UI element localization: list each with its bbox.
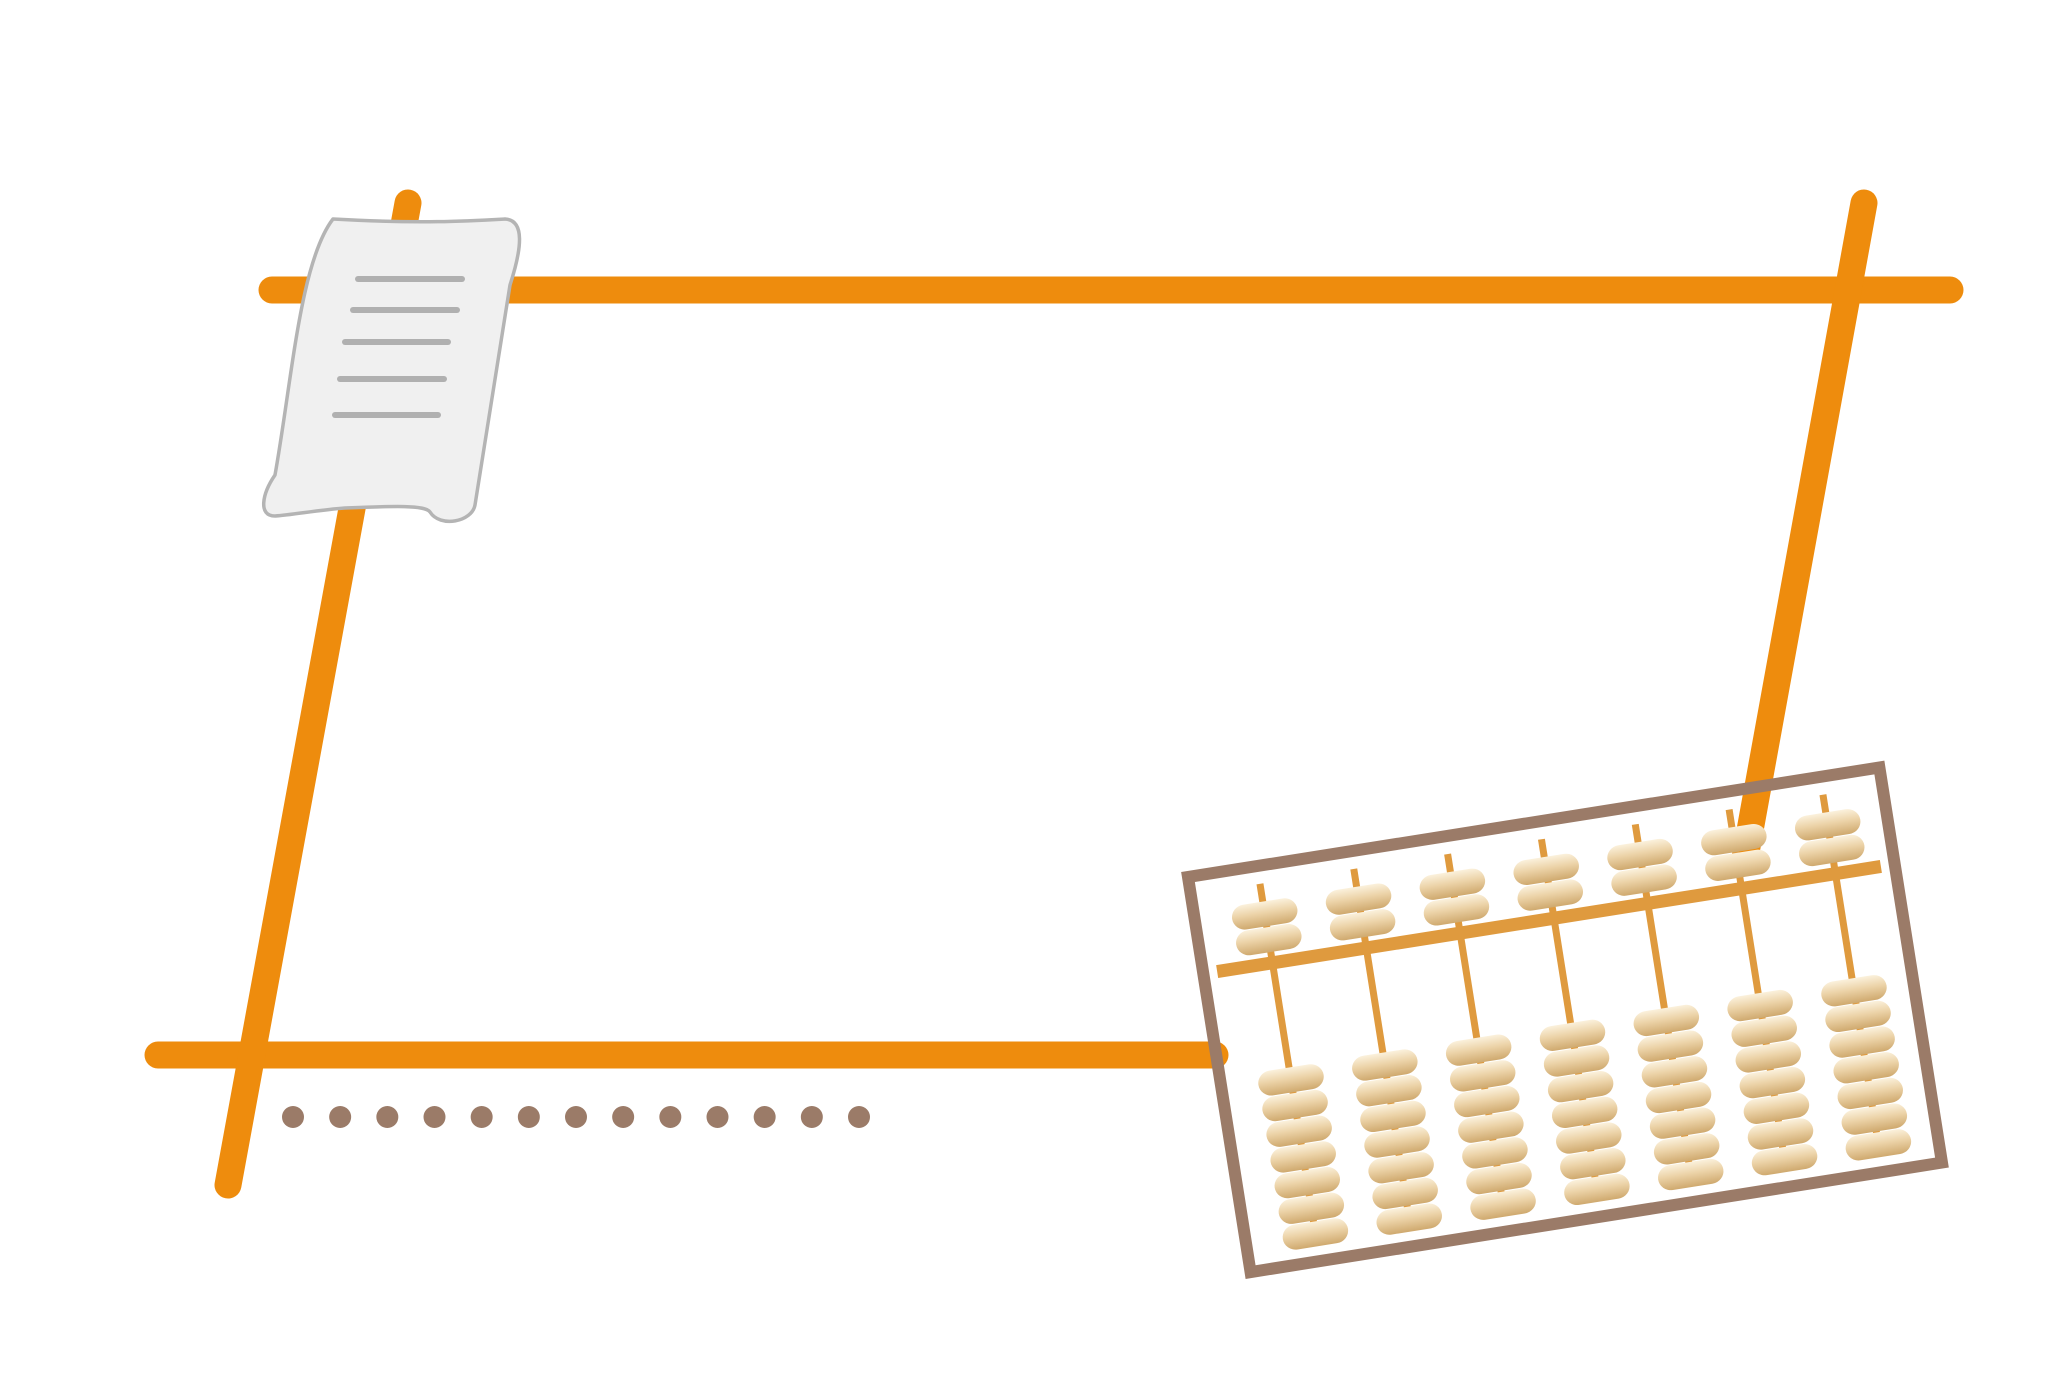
abacus-upper-bead bbox=[1794, 809, 1861, 841]
abacus-lower-bead bbox=[1551, 1096, 1618, 1128]
dot bbox=[659, 1106, 682, 1128]
abacus-lower-bead bbox=[1825, 1000, 1891, 1033]
abacus-lower-bead bbox=[1462, 1137, 1528, 1169]
abacus-lower-bead bbox=[1258, 1064, 1324, 1096]
abacus-lower-bead bbox=[1274, 1166, 1341, 1199]
abacus-lower-bead bbox=[1376, 1203, 1442, 1235]
abacus-lower-bead bbox=[1360, 1100, 1426, 1133]
abacus-lower-bead bbox=[1556, 1122, 1622, 1154]
abacus-upper-bead bbox=[1419, 868, 1486, 900]
abacus-lower-bead bbox=[1821, 975, 1887, 1007]
abacus-beam bbox=[1216, 860, 1882, 979]
dot bbox=[753, 1106, 776, 1128]
paper-scroll-icon bbox=[262, 217, 522, 524]
dot bbox=[470, 1106, 493, 1128]
abacus-lower-bead bbox=[1739, 1066, 1806, 1099]
abacus-lower-bead bbox=[1262, 1089, 1328, 1122]
abacus-icon bbox=[1181, 760, 1949, 1279]
abacus-lower-bead bbox=[1364, 1126, 1430, 1158]
abacus-lower-bead bbox=[1278, 1192, 1345, 1224]
abacus-lower-bead bbox=[1641, 1056, 1708, 1088]
abacus-lower-bead bbox=[1645, 1081, 1712, 1114]
abacus-lower-bead bbox=[1649, 1107, 1716, 1139]
abacus-lower-bead bbox=[1352, 1049, 1418, 1081]
abacus-frame bbox=[1181, 760, 1949, 1279]
note-paper bbox=[262, 217, 522, 524]
dot bbox=[565, 1106, 587, 1128]
dot bbox=[706, 1106, 729, 1128]
abacus-lower-bead bbox=[1270, 1141, 1336, 1173]
abacus-lower-bead bbox=[1445, 1034, 1512, 1066]
abacus-lower-bead bbox=[1731, 1015, 1797, 1047]
abacus-lower-bead bbox=[1547, 1071, 1614, 1103]
abacus-upper-bead bbox=[1705, 849, 1771, 881]
abacus-lower-bead bbox=[1633, 1004, 1700, 1037]
abacus-lower-bead bbox=[1845, 1129, 1912, 1161]
abacus-lower-bead bbox=[1833, 1052, 1899, 1084]
abacus-upper-bead bbox=[1231, 898, 1298, 930]
abacus-upper-bead bbox=[1513, 853, 1579, 886]
abacus-lower-bead bbox=[1743, 1092, 1810, 1124]
abacus-lower-bead bbox=[1727, 989, 1793, 1022]
abacus-lower-bead bbox=[1751, 1144, 1818, 1176]
abacus-lower-bead bbox=[1282, 1218, 1349, 1250]
abacus-lower-bead bbox=[1543, 1045, 1610, 1077]
abacus-lower-bead bbox=[1466, 1162, 1532, 1195]
dot bbox=[376, 1106, 399, 1128]
abacus-lower-bead bbox=[1653, 1133, 1720, 1165]
dot bbox=[517, 1106, 540, 1128]
dotted-line bbox=[282, 1106, 870, 1128]
abacus-body bbox=[1181, 760, 1949, 1279]
abacus-upper-bead bbox=[1325, 883, 1392, 915]
dot bbox=[800, 1106, 823, 1128]
abacus-lower-bead bbox=[1747, 1118, 1814, 1150]
abacus-lower-bead bbox=[1637, 1030, 1704, 1062]
abacus-upper-bead bbox=[1517, 879, 1584, 911]
abacus-lower-bead bbox=[1266, 1115, 1332, 1147]
abacus-lower-bead bbox=[1372, 1177, 1438, 1210]
dot bbox=[282, 1106, 304, 1128]
dot bbox=[612, 1106, 635, 1128]
abacus-lower-bead bbox=[1470, 1188, 1536, 1220]
abacus-lower-bead bbox=[1356, 1075, 1422, 1107]
abacus-lower-bead bbox=[1560, 1148, 1626, 1180]
frame-right-stick bbox=[1731, 189, 1878, 872]
abacus-lower-bead bbox=[1368, 1152, 1434, 1184]
abacus-lower-bead bbox=[1829, 1026, 1895, 1058]
abacus-lower-bead bbox=[1735, 1041, 1802, 1073]
abacus-upper-bead bbox=[1611, 864, 1677, 896]
dot bbox=[848, 1106, 870, 1128]
abacus-upper-bead bbox=[1236, 923, 1302, 956]
abacus-lower-bead bbox=[1564, 1173, 1630, 1206]
abacus-lower-bead bbox=[1539, 1019, 1606, 1051]
abacus-lower-bead bbox=[1657, 1158, 1724, 1191]
abacus-lower-bead bbox=[1458, 1111, 1524, 1143]
abacus-upper-bead bbox=[1423, 894, 1490, 926]
abacus-upper-bead bbox=[1329, 909, 1396, 941]
abacus-lower-bead bbox=[1841, 1103, 1908, 1135]
abacus-upper-bead bbox=[1701, 824, 1767, 856]
dot bbox=[423, 1106, 446, 1128]
abacus-upper-bead bbox=[1799, 834, 1865, 867]
abacus-lower-bead bbox=[1454, 1085, 1520, 1118]
abacus-lower-bead bbox=[1449, 1060, 1516, 1092]
dot bbox=[329, 1106, 352, 1128]
abacus-lower-bead bbox=[1837, 1077, 1903, 1110]
abacus-upper-bead bbox=[1607, 838, 1673, 871]
